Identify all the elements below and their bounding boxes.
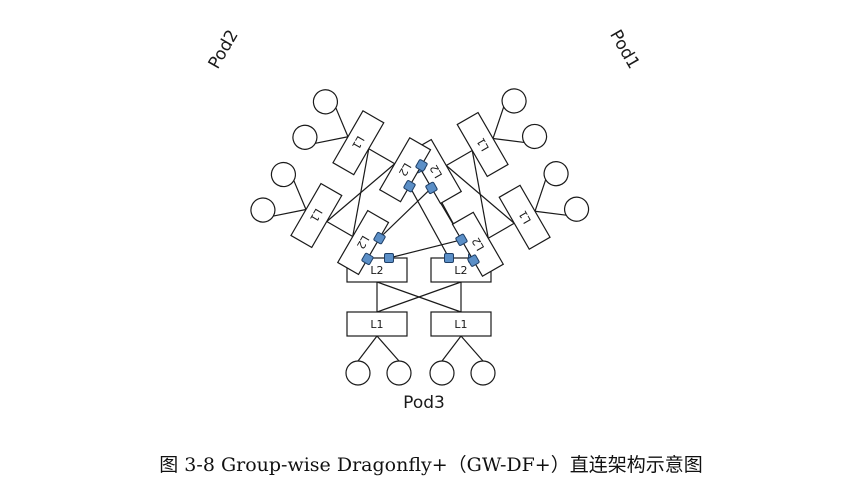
pod3-host-link	[441, 335, 462, 362]
pod2-link	[368, 148, 396, 165]
pod1-host-link	[534, 179, 547, 212]
pod2-host-link	[315, 136, 349, 144]
pod1-link	[487, 222, 515, 239]
pod-internal-links	[273, 106, 567, 362]
pod1-host-link	[492, 106, 505, 139]
host-node	[543, 161, 569, 187]
spine-port	[384, 253, 394, 263]
spine-port	[467, 254, 480, 267]
spine-switch-label: L2	[370, 264, 383, 277]
leaf-switch	[290, 182, 343, 249]
host-node	[345, 360, 371, 386]
leaf-switch-label: L1	[516, 208, 534, 226]
host-node	[521, 123, 548, 150]
pod3-group: L1 L1 L2 L2	[345, 253, 496, 386]
spine-port	[361, 252, 374, 265]
spine-switch	[336, 209, 390, 276]
pod1-host-link	[492, 137, 525, 144]
host-node	[270, 161, 297, 188]
host-node	[250, 197, 276, 223]
host-node	[386, 360, 412, 386]
leaf-switch	[346, 311, 408, 337]
leaf-switch	[456, 111, 509, 178]
host-node	[292, 124, 318, 150]
spine-switch	[378, 136, 432, 203]
global-link	[408, 185, 450, 259]
spine-port	[373, 232, 386, 245]
spine-switch-label: L2	[354, 233, 372, 251]
spine-switch-label: L2	[469, 235, 487, 253]
host-node	[429, 360, 455, 386]
leaf-switch-label: L1	[349, 134, 367, 152]
pod2-label: Pod2	[205, 26, 243, 72]
pod3-link	[376, 281, 462, 313]
leaf-switch	[498, 184, 551, 251]
pod2-host-link	[335, 107, 349, 137]
pod1-host-link	[534, 210, 567, 216]
spine-switch-label: L2	[454, 264, 467, 277]
pod1-label: Pod1	[605, 26, 643, 72]
pod3-label: Pod3	[403, 393, 445, 413]
spine-port	[425, 181, 438, 194]
leaf-switch	[430, 311, 492, 337]
spine-port	[455, 233, 468, 246]
pod3-host-link	[376, 335, 400, 362]
pod2-host-link	[273, 208, 307, 217]
host-node	[563, 196, 590, 222]
pod1-link	[445, 149, 473, 167]
pod3-host-link	[357, 335, 378, 362]
spine-switch-label: L2	[427, 162, 445, 180]
pod2-host-link	[293, 180, 307, 210]
leaf-switch-label: L1	[474, 135, 492, 153]
figure-caption: 图 3-8 Group-wise Dragonfly+（GW-DF+）直连架构示…	[159, 454, 703, 476]
leaf-switch	[332, 109, 385, 176]
pod2-link	[326, 220, 354, 238]
spine-port	[415, 159, 428, 172]
global-link	[388, 239, 462, 259]
inter-pod-links	[364, 165, 475, 261]
pod2-link	[352, 148, 370, 237]
host-node	[470, 360, 496, 386]
leaf-switch-label: L1	[307, 206, 325, 224]
spine-switch	[451, 211, 505, 278]
pod3-host-link	[460, 335, 484, 362]
pod1-link	[445, 165, 515, 224]
spine-port	[403, 180, 416, 193]
leaf-switch-label: L1	[370, 318, 383, 331]
spine-switch-label: L2	[396, 161, 414, 179]
host-node	[312, 89, 339, 115]
global-link	[379, 187, 432, 239]
spine-port	[444, 253, 454, 263]
leaf-switch-label: L1	[454, 318, 467, 331]
host-node	[501, 88, 527, 114]
